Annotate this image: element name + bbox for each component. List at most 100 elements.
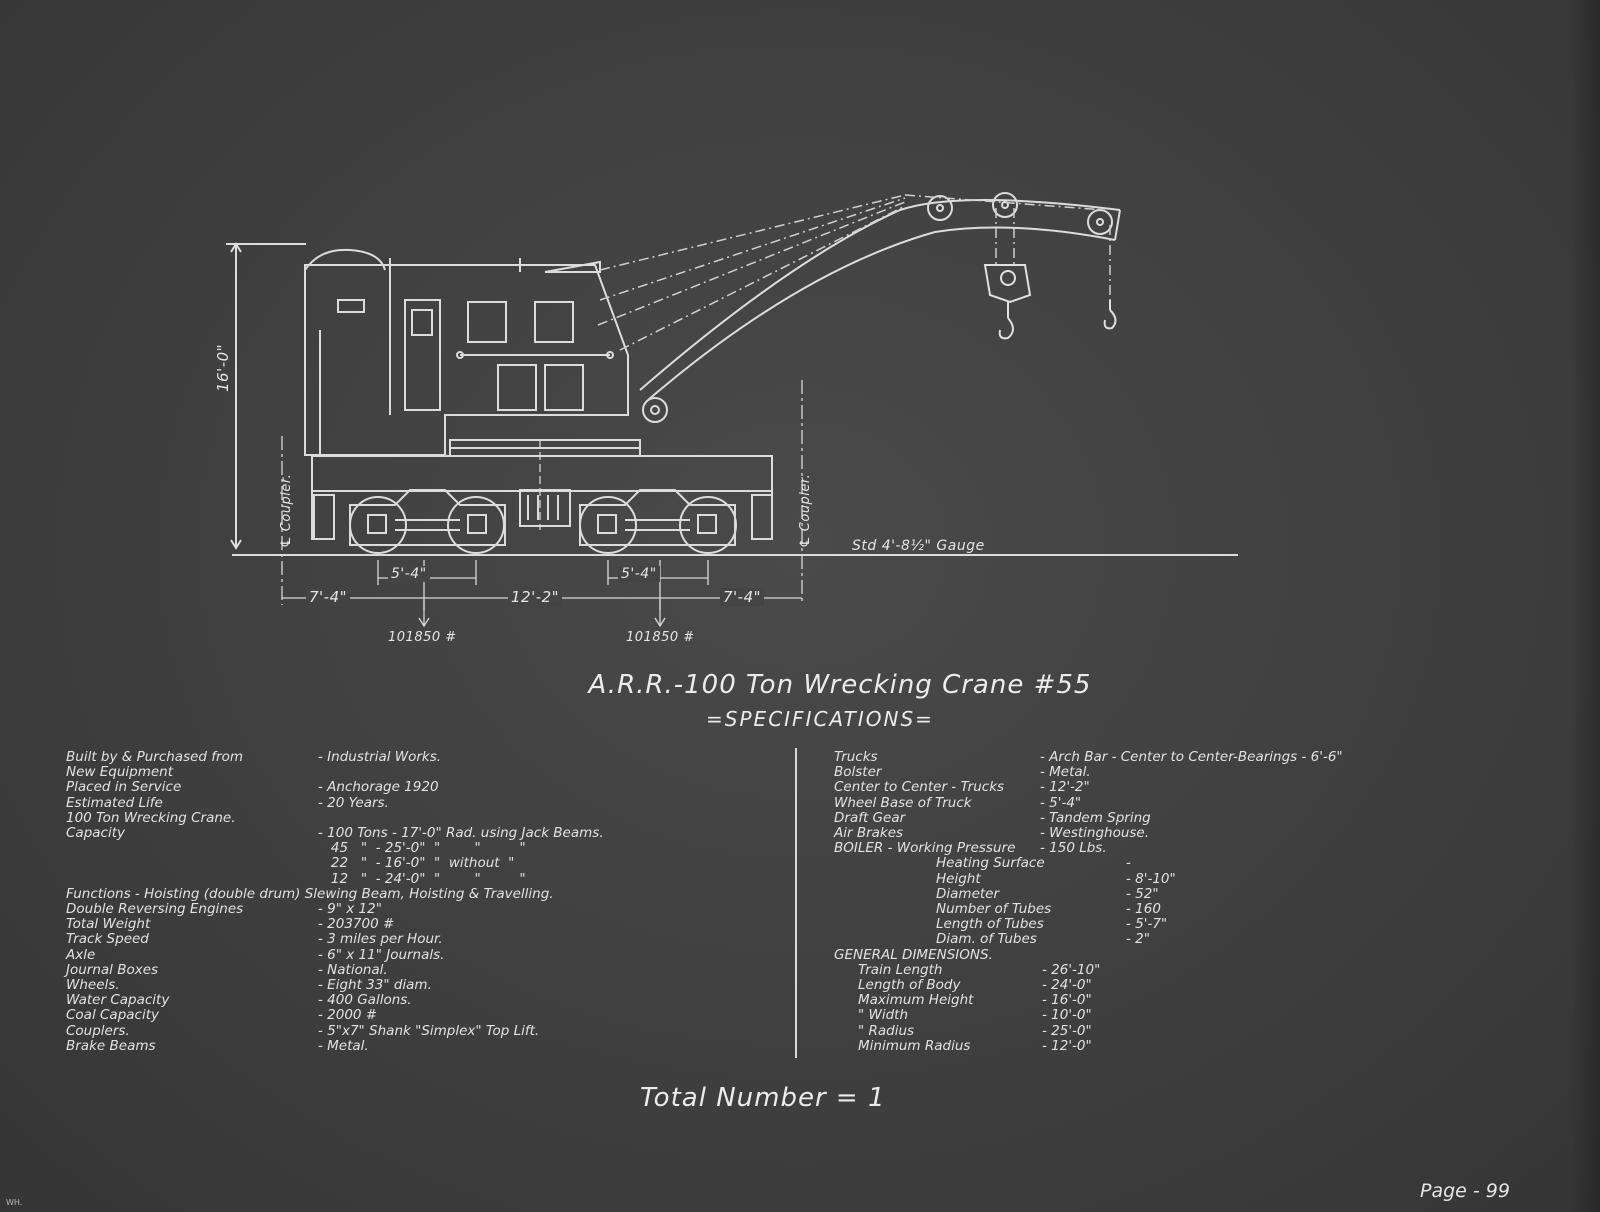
- spec-row: Trucks- Arch Bar - Center to Center-Bear…: [834, 749, 1343, 765]
- spec-value: - 100 Tons - 17'-0" Rad. using Jack Beam…: [318, 825, 604, 842]
- spec-label: [66, 872, 318, 887]
- gauge-label: Std 4'-8½" Gauge: [852, 538, 985, 554]
- spec-value: - 400 Gallons.: [318, 992, 412, 1009]
- spec-value: 45 " - 25'-0" " " ": [318, 840, 526, 857]
- spec-label: Estimated Life: [66, 794, 163, 811]
- spec-row: Length of Body- 24'-0": [834, 977, 1343, 994]
- spec-value: - 26'-10": [1042, 961, 1101, 978]
- spec-row: Maximum Height- 16'-0": [834, 993, 1343, 1008]
- spec-row: " Radius- 25'-0": [834, 1022, 1343, 1039]
- spec-label: Minimum Radius: [858, 1037, 971, 1054]
- spec-label: Double Reversing Engines: [66, 901, 244, 918]
- total-number: Total Number = 1: [640, 1083, 886, 1113]
- spec-label: Maximum Height: [858, 992, 974, 1009]
- spec-label: Diam. of Tubes: [936, 931, 1037, 948]
- spec-value: 22 " - 16'-0" " without ": [318, 855, 515, 872]
- spec-label: [66, 841, 318, 856]
- spec-row: Air Brakes- Westinghouse.: [834, 825, 1343, 842]
- main-hook-block: [983, 264, 1032, 304]
- dim-left-wheelbase: 5'-4": [388, 566, 430, 582]
- spec-label: Axle: [66, 946, 96, 963]
- edge-shadow: [1570, 0, 1600, 1212]
- coupler-label-left: ℄ Coupler.: [279, 473, 294, 548]
- spec-value: - 150 Lbs.: [1040, 840, 1107, 857]
- spec-label: GENERAL DIMENSIONS.: [834, 946, 993, 963]
- spec-label: Bolster: [834, 764, 882, 781]
- spec-value: - 2000 #: [318, 1007, 378, 1024]
- window-1: [467, 301, 507, 343]
- window-2: [534, 301, 574, 343]
- spec-value: - 5"x7" Shank "Simplex" Top Lift.: [318, 1022, 540, 1039]
- left-specifications: Built by & Purchased from- Industrial Wo…: [66, 749, 604, 1054]
- spec-label: Couplers.: [66, 1022, 130, 1039]
- spec-value: - 20 Years.: [318, 794, 389, 811]
- spec-label: Height: [936, 870, 981, 887]
- spec-label: 100 Ton Wrecking Crane.: [66, 809, 236, 826]
- spec-value: - 9" x 12": [318, 901, 382, 918]
- spec-value: - 25'-0": [1042, 1022, 1092, 1039]
- spec-row: Minimum Radius - 12'-0": [834, 1037, 1343, 1054]
- boom-upper: [639, 199, 1121, 391]
- sheave-3: [1087, 209, 1113, 235]
- spec-label: Wheel Base of Truck: [834, 794, 972, 811]
- spec-label: Track Speed: [66, 931, 149, 948]
- page-number: Page - 99: [1420, 1180, 1510, 1202]
- spec-value: - 52": [1126, 885, 1159, 902]
- spec-value: - Industrial Works.: [318, 749, 442, 765]
- dim-right-wheelbase: 5'-4": [618, 566, 660, 582]
- spec-row: Wheels.- Eight 33" diam.: [66, 977, 604, 994]
- spec-label: Functions - Hoisting (double drum) Slewi…: [66, 885, 554, 902]
- spec-value: - 6" x 11" Journals.: [318, 946, 445, 963]
- specifications-heading: =SPECIFICATIONS=: [706, 707, 934, 731]
- spec-row: Wheel Base of Truck - 5'-4": [834, 794, 1343, 811]
- spec-row: Total Weight- 203700 #: [66, 917, 604, 932]
- dim-right-overhang: 7'-4": [720, 588, 765, 606]
- spec-label: Diameter: [936, 885, 1000, 902]
- spec-label: Trucks: [834, 749, 878, 765]
- spec-row: Draft Gear- Tandem Spring: [834, 809, 1343, 826]
- spec-label: Coal Capacity: [66, 1007, 159, 1024]
- spec-row: Diam. of Tubes- 2": [834, 932, 1343, 947]
- spec-row: Height- 8'-10": [834, 870, 1343, 887]
- spec-label: BOILER - Working Pressure: [834, 840, 1016, 857]
- spec-value: - 12'-0": [1042, 1037, 1092, 1054]
- spec-label: Capacity: [66, 825, 125, 842]
- spec-label: Length of Body: [858, 977, 961, 994]
- spec-value: - 5'-4": [1040, 794, 1082, 811]
- spec-row: Estimated Life - 20 Years.: [66, 794, 604, 811]
- spec-value: - Westinghouse.: [1040, 825, 1150, 842]
- spec-row: 12 " - 24'-0" " " ": [66, 871, 604, 887]
- spec-row: Journal Boxes- National.: [66, 961, 604, 978]
- spec-value: - Metal.: [318, 1037, 369, 1054]
- crane-house: [304, 264, 629, 456]
- spec-row: " Width- 10'-0": [834, 1008, 1343, 1023]
- spec-row: 45 " - 25'-0" " " ": [66, 841, 604, 856]
- spec-label: Length of Tubes: [936, 916, 1044, 933]
- spec-row: Track Speed - 3 miles per Hour.: [66, 932, 604, 947]
- spec-row: Built by & Purchased from- Industrial Wo…: [66, 749, 604, 765]
- spec-value: - Tandem Spring: [1040, 809, 1151, 826]
- spec-value: - 3 miles per Hour.: [318, 931, 443, 948]
- spec-row: GENERAL DIMENSIONS.: [834, 946, 1343, 963]
- spec-row: Placed in Service- Anchorage 1920: [66, 780, 604, 795]
- spec-label: Total Weight: [66, 916, 151, 933]
- spec-row: Couplers. - 5"x7" Shank "Simplex" Top Lif…: [66, 1022, 604, 1039]
- spec-value: - 5'-7": [1126, 916, 1168, 933]
- spec-row: Water Capacity- 400 Gallons.: [66, 993, 604, 1008]
- spec-label: Heating Surface: [936, 855, 1045, 872]
- load-right: 101850 #: [626, 630, 695, 645]
- height-dimension: 16'-0": [214, 343, 232, 392]
- sheave-1: [927, 195, 953, 221]
- dim-center: 12'-2": [508, 588, 563, 606]
- spec-row: BOILER - Working Pressure - 150 Lbs.: [834, 841, 1343, 856]
- house-door: [404, 299, 441, 411]
- spec-row: Center to Center - Trucks- 12'-2": [834, 780, 1343, 795]
- spec-value: - National.: [318, 961, 388, 978]
- spec-value: - Eight 33" diam.: [318, 977, 432, 994]
- car-frame: [311, 455, 773, 492]
- sheet-title: A.R.R.-100 Ton Wrecking Crane #55: [588, 670, 1092, 700]
- spec-row: Number of Tubes- 160: [834, 901, 1343, 917]
- spec-label: Center to Center - Trucks: [834, 779, 1005, 796]
- spec-row: Diameter - 52": [834, 885, 1343, 902]
